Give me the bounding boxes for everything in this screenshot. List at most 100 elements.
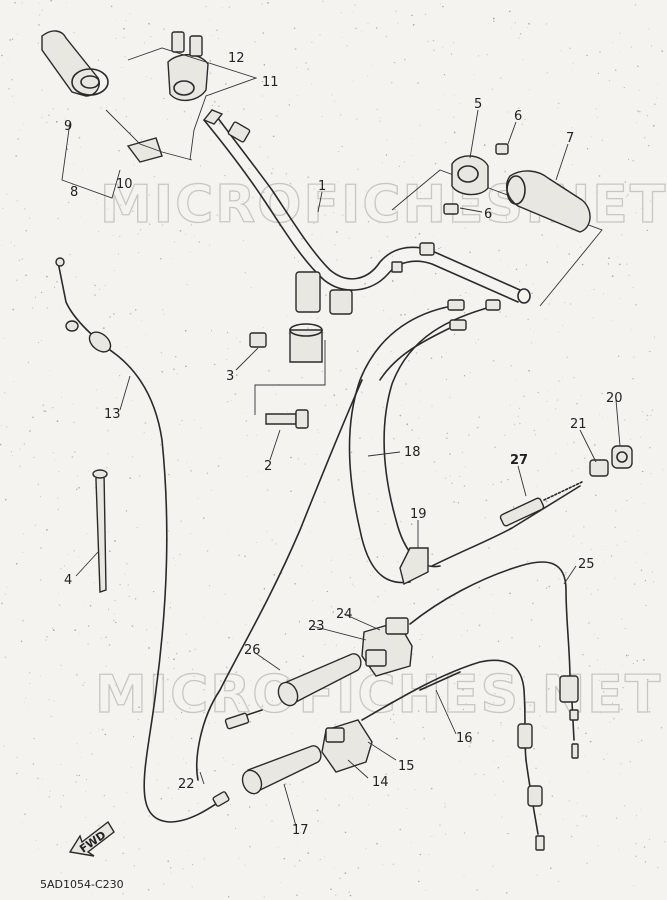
- speckle-dot: [600, 455, 602, 457]
- speckle-dot: [528, 89, 531, 91]
- speckle-dot: [210, 94, 213, 96]
- speckle-dot: [98, 230, 100, 232]
- speckle-dot: [130, 766, 132, 768]
- speckle-dot: [275, 115, 278, 117]
- speckle-dot: [379, 120, 381, 122]
- speckle-dot: [52, 108, 54, 110]
- speckle-dot: [435, 273, 437, 275]
- speckle-dot: [177, 459, 179, 461]
- speckle-dot: [28, 217, 31, 219]
- speckle-dot: [57, 508, 59, 510]
- speckle-dot: [421, 633, 423, 636]
- speckle-dot: [571, 164, 573, 166]
- speckle-dot: [587, 227, 589, 229]
- speckle-dot: [179, 230, 182, 232]
- speckle-dot: [290, 490, 292, 493]
- speckle-dot: [104, 284, 106, 286]
- speckle-dot: [618, 263, 621, 266]
- speckle-dot: [572, 62, 574, 64]
- speckle-dot: [651, 409, 654, 412]
- speckle-dot: [510, 364, 512, 367]
- speckle-dot: [118, 150, 120, 152]
- speckle-dot: [156, 779, 158, 781]
- speckle-dot: [333, 100, 336, 102]
- speckle-dot: [79, 749, 81, 750]
- speckle-dot: [344, 872, 347, 874]
- speckle-dot: [238, 554, 241, 557]
- speckle-dot: [635, 303, 637, 306]
- speckle-dot: [519, 708, 521, 710]
- speckle-dot: [654, 336, 655, 338]
- speckle-dot: [132, 399, 134, 401]
- speckle-dot: [622, 686, 624, 689]
- speckle-dot: [390, 374, 391, 375]
- speckle-dot: [417, 82, 419, 84]
- speckle-dot: [57, 497, 59, 499]
- speckle-dot: [400, 520, 402, 523]
- speckle-dot: [48, 796, 51, 798]
- speckle-dot: [437, 220, 440, 223]
- speckle-dot: [411, 154, 413, 157]
- speckle-dot: [170, 867, 172, 869]
- speckle-dot: [38, 631, 40, 633]
- speckle-dot: [376, 842, 378, 845]
- speckle-dot: [224, 593, 226, 595]
- speckle-dot: [3, 391, 6, 394]
- speckle-dot: [216, 214, 219, 216]
- cable-18: [348, 299, 501, 584]
- speckle-dot: [112, 234, 114, 236]
- speckle-dot: [444, 477, 447, 479]
- speckle-dot: [124, 56, 126, 58]
- speckle-dot: [609, 721, 611, 724]
- speckle-dot: [637, 110, 639, 112]
- speckle-dot: [373, 600, 375, 602]
- speckle-dot: [310, 83, 312, 85]
- speckle-dot: [507, 265, 509, 266]
- speckle-dot: [573, 441, 575, 444]
- callout-23: 23: [308, 619, 325, 634]
- speckle-dot: [500, 212, 502, 213]
- speckle-dot: [296, 894, 298, 897]
- speckle-dot: [644, 861, 647, 863]
- speckle-dot: [492, 17, 495, 20]
- speckle-dot: [46, 121, 48, 123]
- speckle-dot: [11, 79, 13, 81]
- speckle-dot: [352, 504, 353, 506]
- speckle-dot: [620, 708, 623, 711]
- speckle-dot: [525, 264, 528, 266]
- speckle-dot: [17, 764, 19, 765]
- speckle-dot: [60, 764, 62, 766]
- speckle-dot: [294, 257, 296, 259]
- speckle-dot: [16, 200, 18, 202]
- speckle-dot: [445, 378, 448, 380]
- speckle-dot: [86, 533, 88, 535]
- speckle-dot: [356, 506, 357, 508]
- callout-22: 22: [178, 777, 195, 792]
- speckle-dot: [636, 660, 639, 662]
- speckle-dot: [385, 154, 388, 156]
- speckle-dot: [539, 715, 541, 717]
- speckle-dot: [640, 809, 642, 811]
- speckle-dot: [107, 453, 109, 455]
- speckle-dot: [41, 340, 42, 342]
- speckle-dot: [599, 51, 601, 53]
- speckle-dot: [330, 559, 332, 561]
- speckle-dot: [497, 640, 500, 643]
- callout-15: 15: [398, 759, 415, 774]
- speckle-dot: [293, 27, 296, 30]
- speckle-dot: [259, 146, 261, 148]
- speckle-dot: [403, 161, 405, 163]
- speckle-dot: [585, 732, 587, 735]
- speckle-dot: [173, 557, 175, 559]
- speckle-dot: [75, 275, 78, 278]
- speckle-dot: [23, 533, 25, 535]
- speckle-dot: [621, 618, 623, 620]
- speckle-dot: [387, 794, 389, 796]
- speckle-dot: [470, 741, 472, 743]
- speckle-dot: [639, 111, 641, 113]
- speckle-dot: [158, 763, 159, 765]
- speckle-dot: [197, 818, 199, 820]
- speckle-dot: [42, 404, 45, 407]
- speckle-dot: [296, 94, 298, 96]
